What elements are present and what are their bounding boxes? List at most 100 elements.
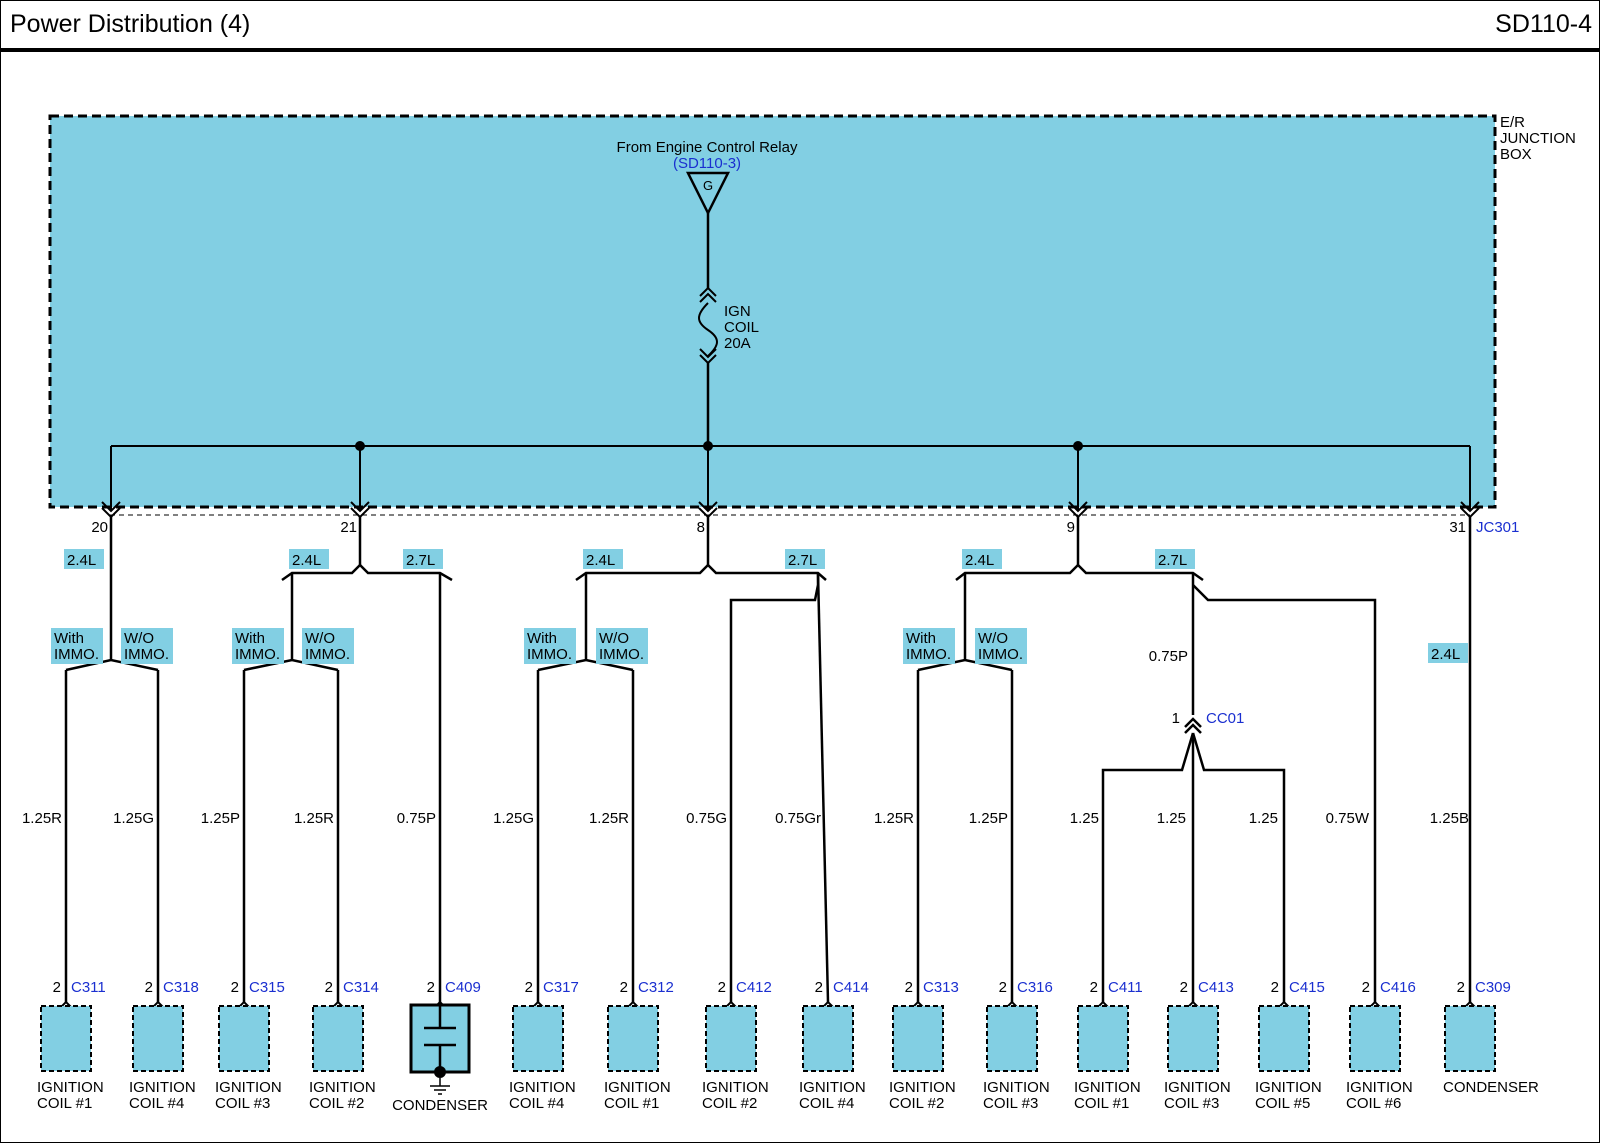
component-box	[312, 1005, 364, 1072]
capacitor-icon	[424, 1005, 456, 1072]
wire-label: 1.25G	[113, 810, 154, 827]
source-reference-link[interactable]: (SD110-3)	[673, 155, 741, 172]
wire-label: 1.25R	[294, 810, 334, 827]
splice-pin: 1	[1172, 710, 1180, 727]
component-pin: 2	[525, 979, 533, 996]
junction-box-name-line: E/R	[1500, 114, 1525, 131]
component-name-line: COIL #2	[702, 1095, 757, 1112]
immo-tag-line: W/O	[124, 630, 154, 647]
wire-tag-box	[962, 549, 1002, 569]
component-box	[607, 1005, 659, 1072]
immo-tag-box	[903, 628, 955, 664]
component-name-line: COIL #1	[604, 1095, 659, 1112]
component-connector-link[interactable]: C414	[833, 979, 869, 996]
immo-tag-box	[232, 628, 284, 664]
wire-label: 1.25G	[493, 810, 534, 827]
component-connector-link[interactable]: C412	[736, 979, 772, 996]
junction-box-name-line: BOX	[1500, 146, 1532, 163]
wire-tag: 2.4L	[586, 552, 615, 569]
component-name-line: IGNITION	[309, 1079, 376, 1096]
connector-id-link[interactable]: JC301	[1476, 519, 1519, 536]
pin-number: 20	[91, 519, 108, 536]
component-name-line: COIL #4	[799, 1095, 854, 1112]
wire-path	[537, 658, 634, 672]
component-connector-link[interactable]: C413	[1198, 979, 1234, 996]
wire-label: 0.75G	[686, 810, 727, 827]
immo-tag-box	[524, 628, 576, 664]
component-pin: 2	[815, 979, 823, 996]
component-box	[1258, 1005, 1310, 1072]
component-connector-link[interactable]: C309	[1475, 979, 1511, 996]
component-connector-link[interactable]: C315	[249, 979, 285, 996]
component-name-line: COIL #3	[983, 1095, 1038, 1112]
component-box	[512, 1005, 564, 1072]
splice-connector-link[interactable]: CC01	[1206, 710, 1244, 727]
fuse-label-line: IGN	[724, 303, 751, 320]
component-connector-link[interactable]: C312	[638, 979, 674, 996]
component-connector-link[interactable]: C415	[1289, 979, 1325, 996]
component-connector-link[interactable]: C411	[1108, 979, 1143, 996]
fuse-label: IGN COIL 20A	[724, 303, 763, 352]
component-connector-link[interactable]: C409	[445, 979, 481, 996]
immo-tag-line: W/O	[305, 630, 335, 647]
component-connector-link[interactable]: C314	[343, 979, 379, 996]
wire-path	[243, 658, 339, 672]
wire-label: 0.75Gr	[775, 810, 821, 827]
wire-label: 1.25	[1249, 810, 1278, 827]
immo-tag-line: IMMO.	[599, 646, 644, 663]
component-box	[1077, 1005, 1129, 1072]
component-pin: 2	[999, 979, 1007, 996]
wire-labels: 1.25R 1.25G 1.25P 1.25R 0.75P 1.25G 1.25…	[22, 810, 1469, 827]
component-name-line: COIL #2	[309, 1095, 364, 1112]
component-name-line: CONDENSER	[392, 1097, 488, 1114]
splice-wire-label: 0.75P	[1149, 648, 1188, 665]
component-connector-link[interactable]: C317	[543, 979, 579, 996]
component-connector-link[interactable]: C318	[163, 979, 199, 996]
component-name-line: IGNITION	[604, 1079, 671, 1096]
junction-box-name-line: JUNCTION	[1500, 130, 1576, 147]
component-connector-link[interactable]: C311	[71, 979, 106, 996]
component-connector-link[interactable]: C313	[923, 979, 959, 996]
wire-tag-box	[1155, 549, 1195, 569]
component-pin: 2	[1362, 979, 1370, 996]
page-header: Power Distribution (4) SD110-4	[0, 0, 1600, 52]
immo-tag-line: IMMO.	[235, 646, 280, 663]
component-connector-link[interactable]: C416	[1380, 979, 1416, 996]
immo-tag-line: With	[235, 630, 265, 647]
wire-tag: 2.7L	[788, 552, 817, 569]
immo-tag-line: IMMO.	[54, 646, 99, 663]
component-box	[132, 1005, 184, 1072]
immo-tag-line: W/O	[599, 630, 629, 647]
wire-path	[65, 658, 159, 672]
fuse-label-line: COIL	[724, 319, 759, 336]
component-connector-link[interactable]: C316	[1017, 979, 1053, 996]
pin-number: 21	[340, 519, 357, 536]
fuse-icon	[698, 302, 718, 357]
wire-tag: 2.7L	[406, 552, 435, 569]
component-pin: 2	[620, 979, 628, 996]
immo-tag-line: IMMO.	[305, 646, 350, 663]
fuse-label-line: 20A	[724, 335, 751, 352]
page-code: SD110-4	[1495, 10, 1592, 38]
wire-tag: 2.4L	[67, 552, 96, 569]
immo-tag-line: With	[527, 630, 557, 647]
immo-tag-line: With	[54, 630, 84, 647]
component-name-line: COIL #1	[1074, 1095, 1129, 1112]
